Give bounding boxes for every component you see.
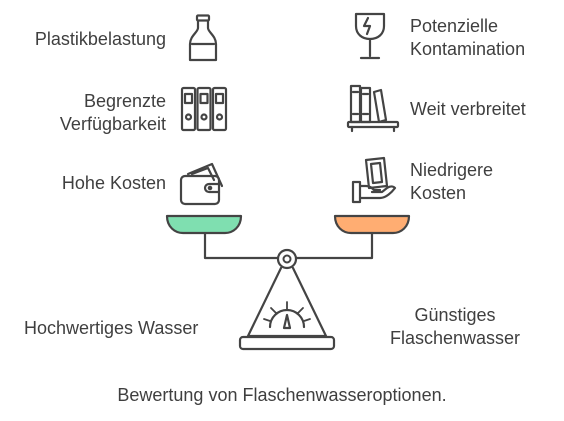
label-niedrigere-kosten: Niedrigere Kosten xyxy=(410,159,493,205)
scale-dial-needle xyxy=(282,313,292,330)
broken-glass-icon xyxy=(354,12,386,60)
label-begrenzte-verfuegbarkeit: Begrenzte Verfügbarkeit xyxy=(0,90,166,136)
bookshelf-icon xyxy=(346,84,400,133)
scale-foot xyxy=(238,335,336,351)
label-begrenzte-line1: Begrenzte xyxy=(83,91,166,111)
pivot-inner xyxy=(282,254,292,264)
diagram-caption: Bewertung von Flaschenwasseroptionen. xyxy=(117,385,447,405)
label-potenzielle-kontamination: Potenzielle Kontamination xyxy=(410,15,525,61)
beam-left-rod xyxy=(203,230,280,260)
right-pan xyxy=(333,214,411,235)
label-potenzielle-line1: Potenzielle xyxy=(410,16,499,36)
label-plastikbelastung: Plastikbelastung xyxy=(34,29,166,49)
label-hohe-kosten: Hohe Kosten xyxy=(61,173,166,193)
beam-right-rod xyxy=(294,230,374,260)
hand-cash-icon xyxy=(351,156,397,204)
label-begrenzte-line2: Verfügbarkeit xyxy=(59,114,166,134)
pivot-outer xyxy=(276,248,298,270)
label-hochwertiges-wasser: Hochwertiges Wasser xyxy=(24,318,199,338)
label-potenzielle-line2: Kontamination xyxy=(410,39,526,59)
label-guenstiges-line1: Günstiges xyxy=(414,305,496,325)
label-weit-verbreitet: Weit verbreitet xyxy=(410,99,526,119)
bottle-icon xyxy=(188,14,218,62)
label-niedrigere-line2: Kosten xyxy=(410,183,467,203)
binders-icon xyxy=(180,86,228,132)
label-guenstiges-flaschenwasser: Günstiges Flaschenwasser xyxy=(380,304,530,350)
left-pan xyxy=(165,214,243,235)
label-niedrigere-line1: Niedrigere xyxy=(410,160,494,180)
label-guenstiges-line2: Flaschenwasser xyxy=(389,328,521,348)
wallet-icon xyxy=(179,162,224,206)
